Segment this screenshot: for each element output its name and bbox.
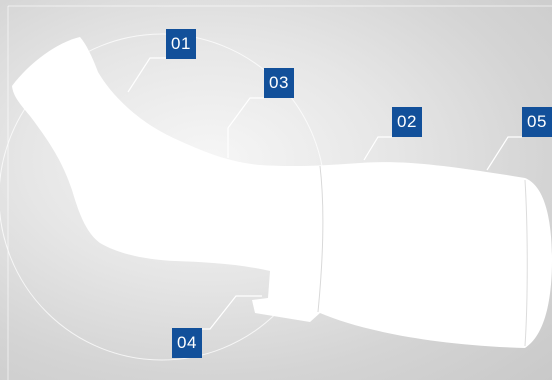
leader-line-01 (127, 57, 166, 93)
leader-line-04 (201, 295, 262, 330)
callout-01: 01 (166, 29, 196, 59)
callout-02: 02 (392, 107, 422, 137)
objective-seam-line (524, 179, 528, 347)
callout-04: 04 (172, 328, 202, 358)
callout-05: 05 (522, 107, 552, 137)
callout-03: 03 (264, 68, 294, 98)
leader-line-02 (363, 136, 392, 161)
body-seam-line (317, 165, 324, 313)
leader-line-03 (227, 97, 264, 158)
scope-body-silhouette (12, 37, 552, 348)
leader-line-05 (486, 136, 522, 171)
